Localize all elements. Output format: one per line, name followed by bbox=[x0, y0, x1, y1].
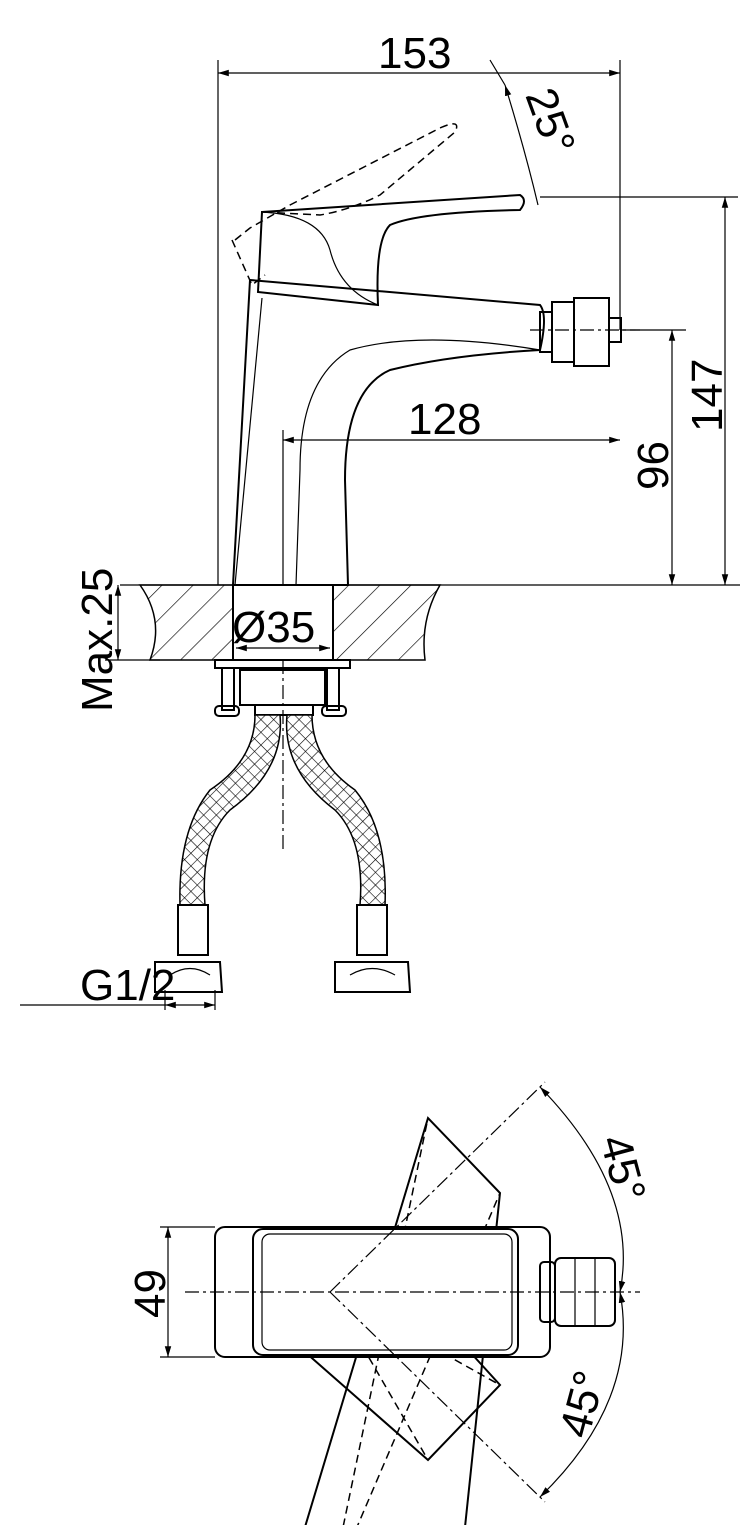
side-view: 153 25° 147 96 128 Max bbox=[20, 29, 740, 1010]
flexible-hose-left bbox=[179, 714, 282, 906]
dim-label-153: 153 bbox=[378, 29, 451, 78]
dim-label-147: 147 bbox=[683, 359, 732, 432]
dim-label-connection: G1/2 bbox=[80, 961, 175, 1010]
dim-label-max-thickness: Max.25 bbox=[73, 568, 122, 712]
dim-label-128: 128 bbox=[408, 395, 481, 444]
dim-label-49: 49 bbox=[126, 1269, 175, 1318]
faucet-body bbox=[231, 278, 545, 586]
flexible-hose-right bbox=[285, 714, 386, 906]
dim-label-angle-lower: 45° bbox=[550, 1366, 615, 1443]
dim-label-hole-diameter: Ø35 bbox=[232, 603, 315, 652]
lever-handle bbox=[256, 193, 525, 307]
dim-label-angle-upper: 45° bbox=[590, 1130, 655, 1207]
top-view: 49 45° 45° bbox=[126, 1081, 655, 1525]
dim-label-lever-angle: 25° bbox=[516, 82, 585, 161]
dim-label-96: 96 bbox=[629, 441, 678, 490]
